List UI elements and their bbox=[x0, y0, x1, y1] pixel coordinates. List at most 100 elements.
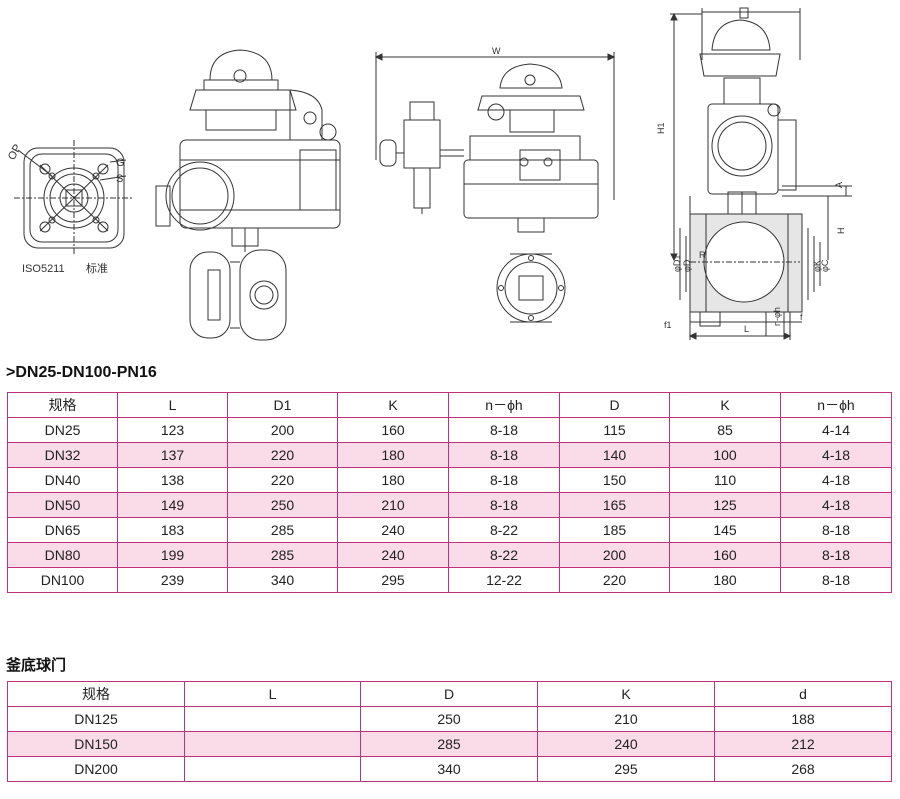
header-cell: K bbox=[337, 392, 449, 418]
table-cell: 110 bbox=[669, 467, 781, 493]
valve-side-view bbox=[155, 49, 341, 341]
table-cell: 8-18 bbox=[780, 517, 892, 543]
valve-front-view bbox=[374, 52, 616, 323]
table-cell: 285 bbox=[227, 517, 338, 543]
table-cell: 250 bbox=[360, 706, 538, 732]
table-cell: 8-18 bbox=[448, 467, 560, 493]
table-cell: 8-22 bbox=[448, 542, 560, 568]
table-cell: 4-18 bbox=[780, 442, 892, 468]
table-cell: 185 bbox=[559, 517, 670, 543]
table-cell: 145 bbox=[669, 517, 781, 543]
header-cell: D bbox=[559, 392, 670, 418]
table-cell: 240 bbox=[537, 731, 715, 757]
table-cell: 4-14 bbox=[780, 417, 892, 443]
table-cell: DN32 bbox=[7, 442, 118, 468]
table-cell: 220 bbox=[559, 567, 670, 593]
iso-flange-view bbox=[14, 140, 134, 256]
table-cell: DN50 bbox=[7, 492, 118, 518]
table-cell: 100 bbox=[669, 442, 781, 468]
table-cell: 137 bbox=[117, 442, 228, 468]
table-cell: 8-18 bbox=[448, 442, 560, 468]
table-header-row: 规格 L D K d bbox=[7, 681, 892, 707]
table-cell: DN200 bbox=[7, 756, 185, 782]
table-cell: 165 bbox=[559, 492, 670, 518]
table1-title: >DN25-DN100-PN16 bbox=[6, 364, 157, 381]
table-cell: 4-18 bbox=[780, 492, 892, 518]
table-cell: 220 bbox=[227, 467, 338, 493]
table-cell: 340 bbox=[227, 567, 338, 593]
table-cell: 250 bbox=[227, 492, 338, 518]
table-cell: 149 bbox=[117, 492, 228, 518]
table-cell bbox=[184, 731, 361, 757]
label-h1: H1 bbox=[656, 122, 666, 134]
table-cell: 12-22 bbox=[448, 567, 560, 593]
table-header-row: 规格 L D1 K n－ϕh D K n－ϕh bbox=[7, 392, 892, 418]
label-a: A bbox=[834, 182, 844, 188]
table-cell: 180 bbox=[337, 442, 449, 468]
table-cell: 8-18 bbox=[448, 417, 560, 443]
table-cell bbox=[184, 756, 361, 782]
table-cell: 150 bbox=[559, 467, 670, 493]
table-cell: 268 bbox=[714, 756, 892, 782]
table-cell: 200 bbox=[559, 542, 670, 568]
table-cell bbox=[184, 706, 361, 732]
header-cell: n－ϕh bbox=[448, 392, 560, 418]
header-cell: D1 bbox=[227, 392, 338, 418]
label-c: φC bbox=[820, 259, 830, 272]
table-cell: DN150 bbox=[7, 731, 185, 757]
header-cell: 规格 bbox=[7, 681, 185, 707]
label-k: φK bbox=[812, 260, 822, 272]
technical-drawings: OP G S ISO5211 标准 W H1 A H R L f f1 n-φh… bbox=[0, 0, 900, 350]
table-cell: DN25 bbox=[7, 417, 118, 443]
drawing-svg: OP G S ISO5211 标准 W H1 A H R L f f1 n-φh… bbox=[6, 7, 852, 341]
table-cell: 183 bbox=[117, 517, 228, 543]
label-h: H bbox=[836, 228, 846, 235]
table-cell: 115 bbox=[559, 417, 670, 443]
label-nh: n-φh bbox=[772, 307, 782, 326]
table-cell: 239 bbox=[117, 567, 228, 593]
table-cell: DN65 bbox=[7, 517, 118, 543]
table-cell: 220 bbox=[227, 442, 338, 468]
table-cell: DN40 bbox=[7, 467, 118, 493]
table-cell: 295 bbox=[337, 567, 449, 593]
table-cell: 188 bbox=[714, 706, 892, 732]
header-cell: K bbox=[537, 681, 715, 707]
valve-section-view bbox=[670, 7, 852, 340]
table-cell: 8-22 bbox=[448, 517, 560, 543]
table-cell: 160 bbox=[669, 542, 781, 568]
table-cell: 285 bbox=[360, 731, 538, 757]
table-cell: 85 bbox=[669, 417, 781, 443]
table-cell: DN80 bbox=[7, 542, 118, 568]
table-cell: 199 bbox=[117, 542, 228, 568]
table-cell: 140 bbox=[559, 442, 670, 468]
table2-title: 釜底球门 bbox=[6, 657, 67, 674]
label-iso: ISO5211 bbox=[22, 263, 65, 275]
label-f1: f1 bbox=[664, 320, 672, 330]
table-cell: 125 bbox=[669, 492, 781, 518]
label-f: f bbox=[800, 312, 803, 322]
label-d1: φD1 bbox=[672, 255, 682, 272]
label-g: G bbox=[116, 157, 125, 169]
label-op: OP bbox=[6, 142, 24, 162]
label-std: 标准 bbox=[86, 261, 108, 275]
table-cell: 340 bbox=[360, 756, 538, 782]
table-cell: 160 bbox=[337, 417, 449, 443]
table-cell: DN100 bbox=[7, 567, 118, 593]
header-cell: L bbox=[184, 681, 361, 707]
table-cell: 4-18 bbox=[780, 467, 892, 493]
header-cell: 规格 bbox=[7, 392, 118, 418]
table-cell: 200 bbox=[227, 417, 338, 443]
table-cell: DN125 bbox=[7, 706, 185, 732]
table-cell: 8-18 bbox=[780, 542, 892, 568]
